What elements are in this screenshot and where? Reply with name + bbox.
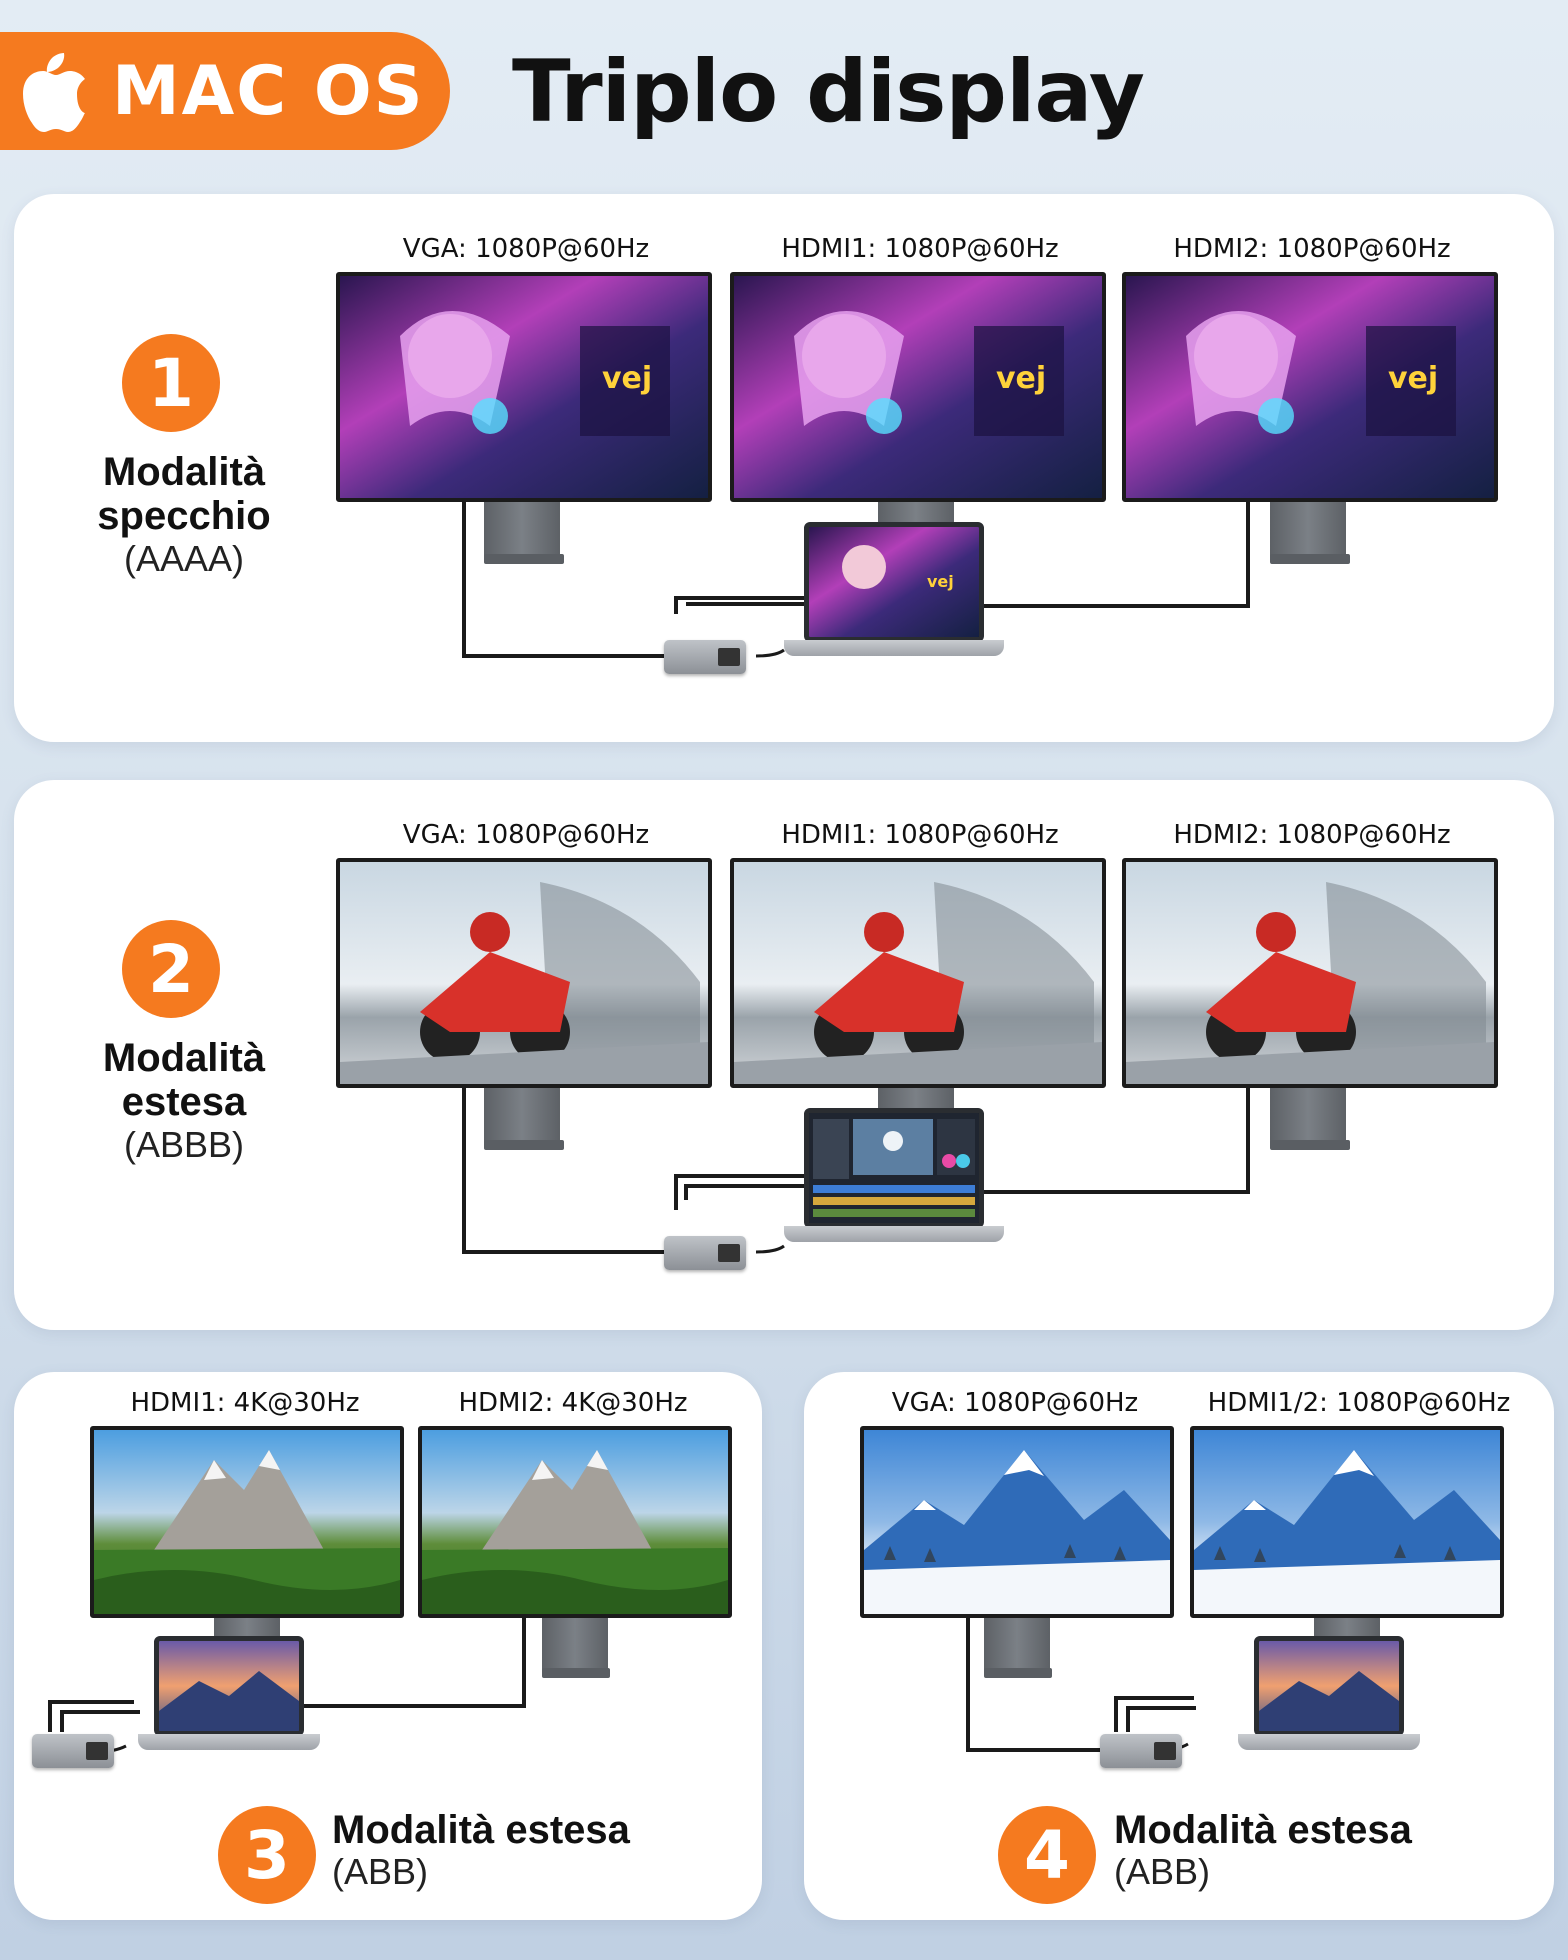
snow-mountain-wallpaper-icon: [1194, 1430, 1500, 1614]
anime-wallpaper-icon: vej: [809, 527, 979, 637]
monitor-label-hdmi1: HDMI1: 4K@30Hz: [130, 1388, 360, 1418]
mode-code: (ABB): [332, 1851, 429, 1892]
mode-name-line1: Modalità: [102, 1036, 266, 1080]
motorbike-wallpaper-icon: [340, 862, 708, 1084]
mode-number-badge: 3: [218, 1806, 316, 1904]
os-badge: MAC OS: [0, 32, 450, 150]
usb-c-hub: [664, 640, 746, 674]
monitor-screen: [730, 858, 1106, 1088]
monitor-screen: vej: [1122, 272, 1498, 502]
monitor-screen: [418, 1426, 732, 1618]
mode-name-line1: Modalità: [102, 450, 266, 494]
monitor-screen: [1122, 858, 1498, 1088]
laptop-screen: vej: [804, 522, 984, 642]
mode-code: (ABBB): [123, 1124, 245, 1165]
svg-text:vej: vej: [602, 361, 652, 396]
monitor-screen: vej: [730, 272, 1106, 502]
monitor-label-hdmi1: HDMI1: 1080P@60Hz: [781, 234, 1059, 264]
svg-text:vej: vej: [996, 361, 1046, 396]
motorbike-wallpaper-icon: [1126, 862, 1494, 1084]
motorbike-wallpaper-icon: [734, 862, 1102, 1084]
monitor-label-vga: VGA: 1080P@60Hz: [891, 1388, 1139, 1418]
mode-code: (AAAA): [123, 538, 245, 579]
usb-c-hub: [664, 1236, 746, 1270]
monitor-screen: [90, 1426, 404, 1618]
anime-wallpaper-icon: vej: [1126, 276, 1494, 498]
usb-c-hub: [1100, 1734, 1182, 1768]
anime-wallpaper-icon: vej: [734, 276, 1102, 498]
mode-code: (ABB): [1114, 1851, 1211, 1892]
mode-name: Modalità estesa: [1114, 1808, 1412, 1852]
monitor-screen: [1190, 1426, 1504, 1618]
panel-extended-mode-abb-hdmi: HDMI1: 4K@30Hz HDMI2: 4K@30Hz 3 Modalità…: [14, 1372, 762, 1920]
apple-logo-icon: [23, 53, 85, 132]
mode-number-badge: 2: [122, 920, 220, 1018]
mode-description: Modalità specchio (AAAA): [44, 450, 324, 580]
snow-mountain-wallpaper-icon: [864, 1430, 1170, 1614]
panel-extended-mode-abb-vga: VGA: 1080P@60Hz HDMI1/2: 1080P@60Hz 4 Mo…: [804, 1372, 1554, 1920]
mode-number-badge: 1: [122, 334, 220, 432]
mountain-forest-wallpaper-icon: [422, 1430, 728, 1614]
monitor-label-vga: VGA: 1080P@60Hz: [402, 820, 650, 850]
svg-text:vej: vej: [927, 572, 954, 591]
os-label: MAC OS: [112, 51, 425, 131]
monitor-screen: vej: [336, 272, 712, 502]
panel-extended-mode-abbb: 2 Modalità estesa (ABBB) VGA: 1080P@60Hz…: [14, 780, 1554, 1330]
monitor-screen: [336, 858, 712, 1088]
usb-c-hub: [32, 1734, 114, 1768]
mode-description: Modalità estesa (ABB): [332, 1808, 630, 1892]
laptop-screen: [1254, 1636, 1404, 1736]
mode-name: Modalità estesa: [332, 1808, 630, 1852]
monitor-label-hdmi2: HDMI2: 4K@30Hz: [458, 1388, 688, 1418]
sunset-wallpaper-icon: [159, 1641, 299, 1731]
laptop-screen: [154, 1636, 304, 1736]
sunset-wallpaper-icon: [1259, 1641, 1399, 1731]
svg-text:vej: vej: [1388, 361, 1438, 396]
video-editor-icon: [809, 1113, 979, 1223]
monitor-label-vga: VGA: 1080P@60Hz: [402, 234, 650, 264]
mode-name-line2: specchio: [97, 494, 271, 538]
mode-name-line2: estesa: [121, 1080, 247, 1124]
mode-description: Modalità estesa (ABB): [1114, 1808, 1412, 1892]
anime-wallpaper-icon: vej: [340, 276, 708, 498]
page-title: Triplo display: [512, 42, 1145, 142]
monitor-label-hdmi1: HDMI1: 1080P@60Hz: [781, 820, 1059, 850]
monitor-label-hdmi2: HDMI2: 1080P@60Hz: [1173, 234, 1451, 264]
monitor-label-hdmi12: HDMI1/2: 1080P@60Hz: [1207, 1388, 1511, 1418]
mode-description: Modalità estesa (ABBB): [44, 1036, 324, 1166]
monitor-label-hdmi2: HDMI2: 1080P@60Hz: [1173, 820, 1451, 850]
panel-mirror-mode: 1 Modalità specchio (AAAA) VGA: 1080P@60…: [14, 194, 1554, 742]
laptop-screen: [804, 1108, 984, 1228]
monitor-screen: [860, 1426, 1174, 1618]
mode-number-badge: 4: [998, 1806, 1096, 1904]
mountain-forest-wallpaper-icon: [94, 1430, 400, 1614]
